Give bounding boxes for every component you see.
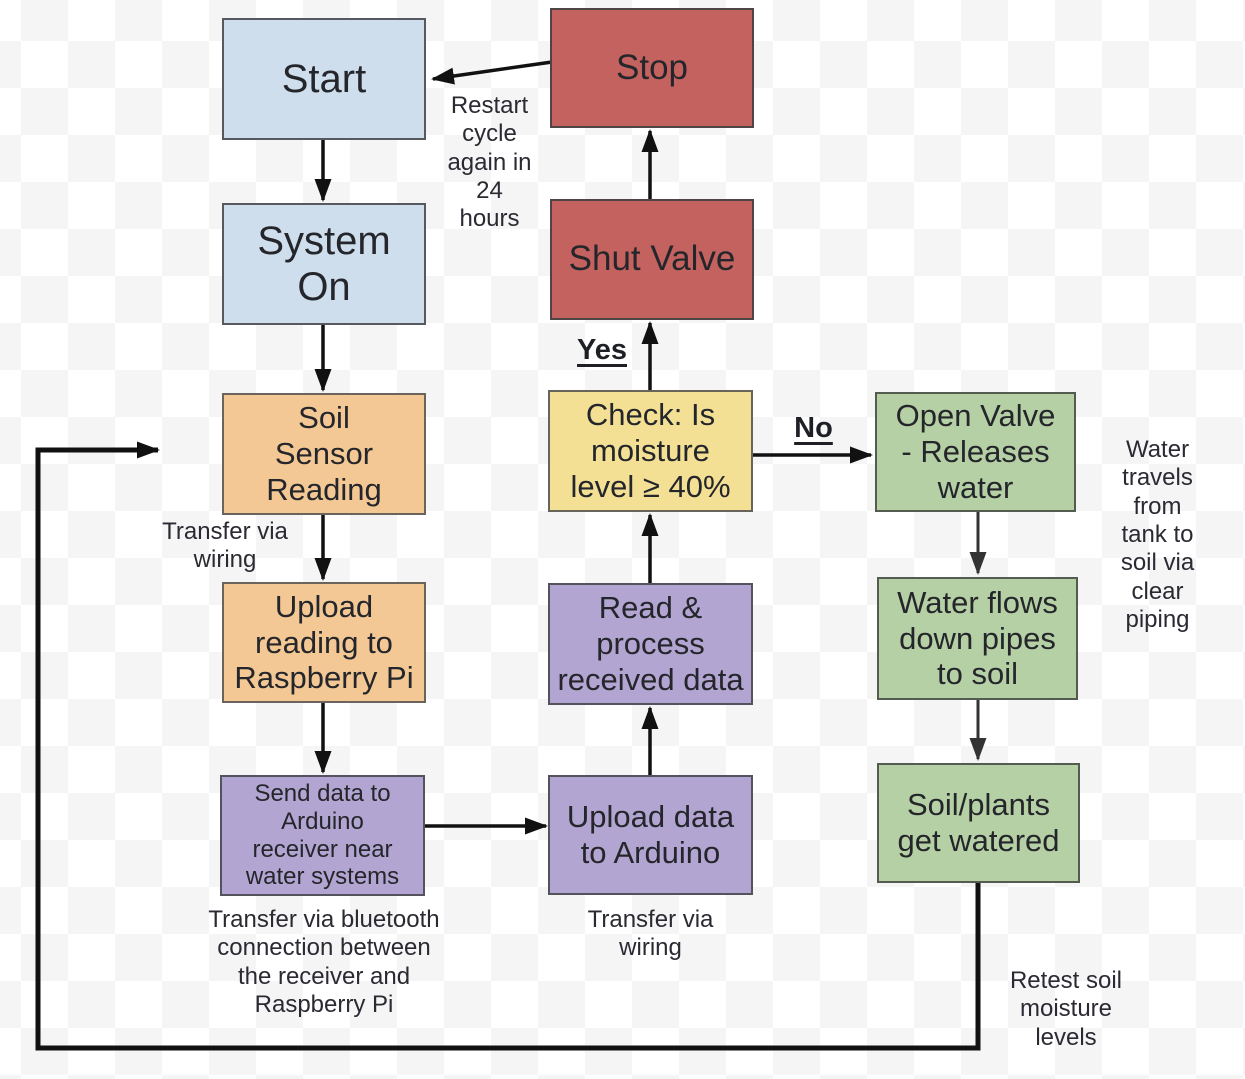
node-read-process: Read & process received data bbox=[548, 583, 753, 705]
label-no: No bbox=[794, 412, 833, 444]
node-stop: Stop bbox=[550, 8, 754, 128]
label-restart-cycle: Restart cycle again in 24 hours bbox=[447, 92, 532, 233]
node-open-valve: Open Valve - Releases water bbox=[875, 392, 1076, 512]
node-start: Start bbox=[222, 18, 426, 140]
node-water-flows: Water flows down pipes to soil bbox=[877, 577, 1078, 700]
node-send-data: Send data to Arduino receiver near water… bbox=[220, 775, 425, 896]
label-yes: Yes bbox=[577, 334, 627, 366]
node-upload-data: Upload data to Arduino bbox=[548, 775, 753, 895]
node-check-moisture: Check: Is moisture level ≥ 40% bbox=[548, 390, 753, 512]
node-soil-sensor: Soil Sensor Reading bbox=[222, 393, 426, 515]
node-shut-valve: Shut Valve bbox=[550, 199, 754, 320]
label-retest-soil: Retest soil moisture levels bbox=[1009, 967, 1123, 1051]
label-transfer-bluetooth: Transfer via bluetooth connection betwee… bbox=[208, 906, 440, 1018]
label-transfer-wiring-mid: Transfer via wiring bbox=[587, 906, 714, 962]
arrow-stop-to-start bbox=[431, 60, 553, 85]
node-soil-plants: Soil/plants get watered bbox=[877, 763, 1080, 883]
node-upload-reading: Upload reading to Raspberry Pi bbox=[222, 582, 426, 703]
label-water-travels: Water travels from tank to soil via clea… bbox=[1120, 436, 1195, 633]
label-transfer-wiring-left: Transfer via wiring bbox=[162, 518, 288, 574]
node-system-on: System On bbox=[222, 203, 426, 325]
arrow-loop-soilplants-to-soilsensor bbox=[35, 441, 981, 1051]
